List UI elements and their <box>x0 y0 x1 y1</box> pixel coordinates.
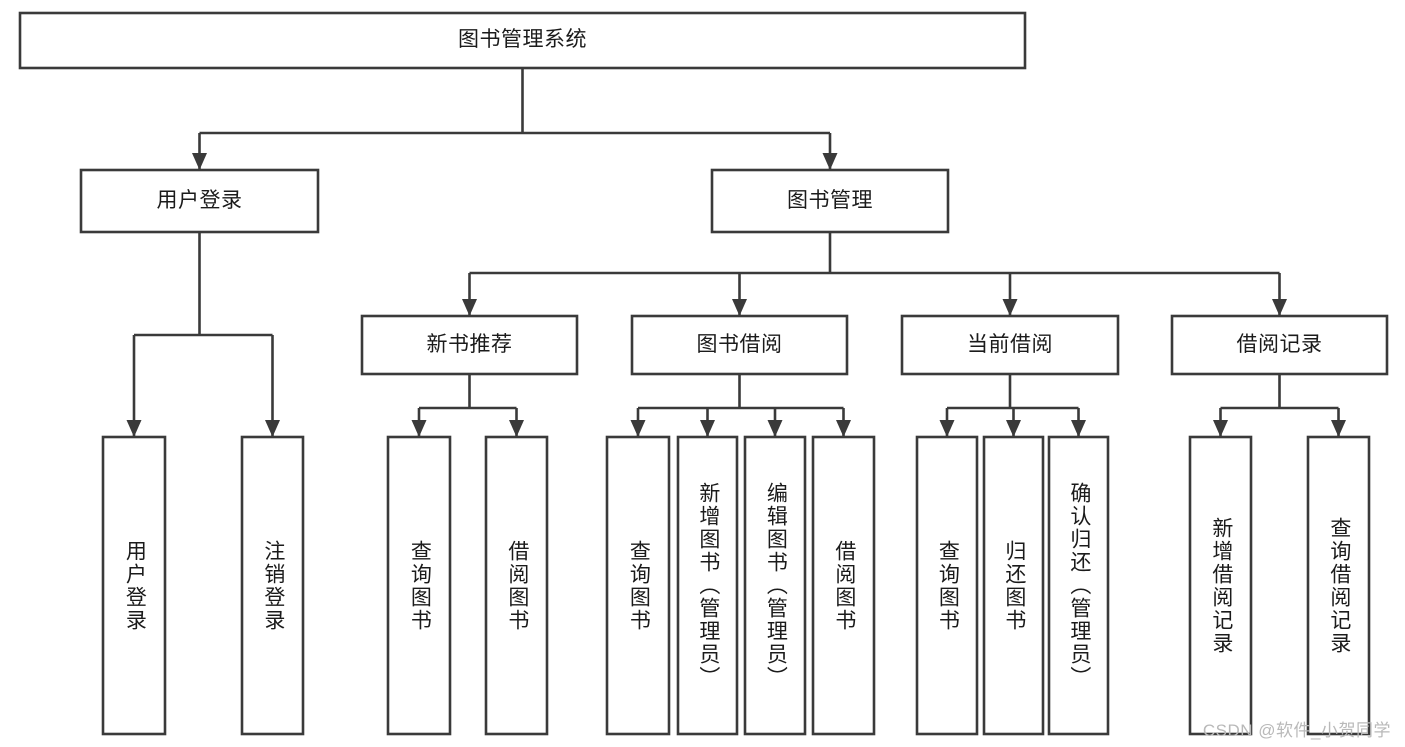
arrow-head-icon <box>509 420 524 437</box>
arrow-head-icon <box>836 420 851 437</box>
arrow-head-icon <box>126 420 142 437</box>
arrow-head-icon <box>700 420 715 437</box>
arrow-head-icon <box>1272 299 1287 316</box>
node-box-l3_0[interactable] <box>360 314 579 376</box>
arrow-head-icon <box>732 299 747 316</box>
arrow-head-icon <box>265 420 280 437</box>
arrow-head-icon <box>192 153 207 170</box>
node-box-l4_10[interactable] <box>1047 435 1110 736</box>
node-box-l4_3[interactable] <box>484 435 549 736</box>
node-box-l4_4[interactable] <box>605 435 671 736</box>
arrow-head-icon <box>822 153 838 170</box>
node-box-l4_6[interactable] <box>743 435 807 736</box>
node-box-l4_1[interactable] <box>240 435 305 736</box>
node-box-l3_2[interactable] <box>900 314 1120 376</box>
node-box-l3_1[interactable] <box>630 314 849 376</box>
arrow-head-icon <box>1006 420 1021 437</box>
node-box-l4_11[interactable] <box>1188 435 1253 736</box>
arrow-head-icon <box>1071 420 1086 437</box>
node-box-l4_9[interactable] <box>982 435 1045 736</box>
arrow-head-icon <box>767 420 783 437</box>
node-box-l4_5[interactable] <box>676 435 739 736</box>
node-box-l4_7[interactable] <box>811 435 876 736</box>
csdn-watermark: CSDN @软件_小贺同学 <box>1202 721 1391 740</box>
node-box-l3_3[interactable] <box>1170 314 1389 376</box>
arrow-head-icon <box>411 420 427 437</box>
node-box-l4_2[interactable] <box>386 435 452 736</box>
arrow-head-icon <box>1002 299 1018 316</box>
node-box-l4_8[interactable] <box>915 435 979 736</box>
node-boxes-layer <box>18 11 1389 736</box>
arrow-head-icon <box>939 420 955 437</box>
arrow-head-icon <box>1331 420 1346 437</box>
node-box-l2_1[interactable] <box>710 168 950 234</box>
node-box-l4_12[interactable] <box>1306 435 1371 736</box>
node-box-l4_0[interactable] <box>101 435 167 736</box>
arrow-head-icon <box>630 420 646 437</box>
arrow-head-icon <box>1213 420 1228 437</box>
node-box-root[interactable] <box>18 11 1027 70</box>
node-box-l2_0[interactable] <box>79 168 320 234</box>
edges-layer <box>126 68 1346 437</box>
arrow-head-icon <box>462 299 477 316</box>
